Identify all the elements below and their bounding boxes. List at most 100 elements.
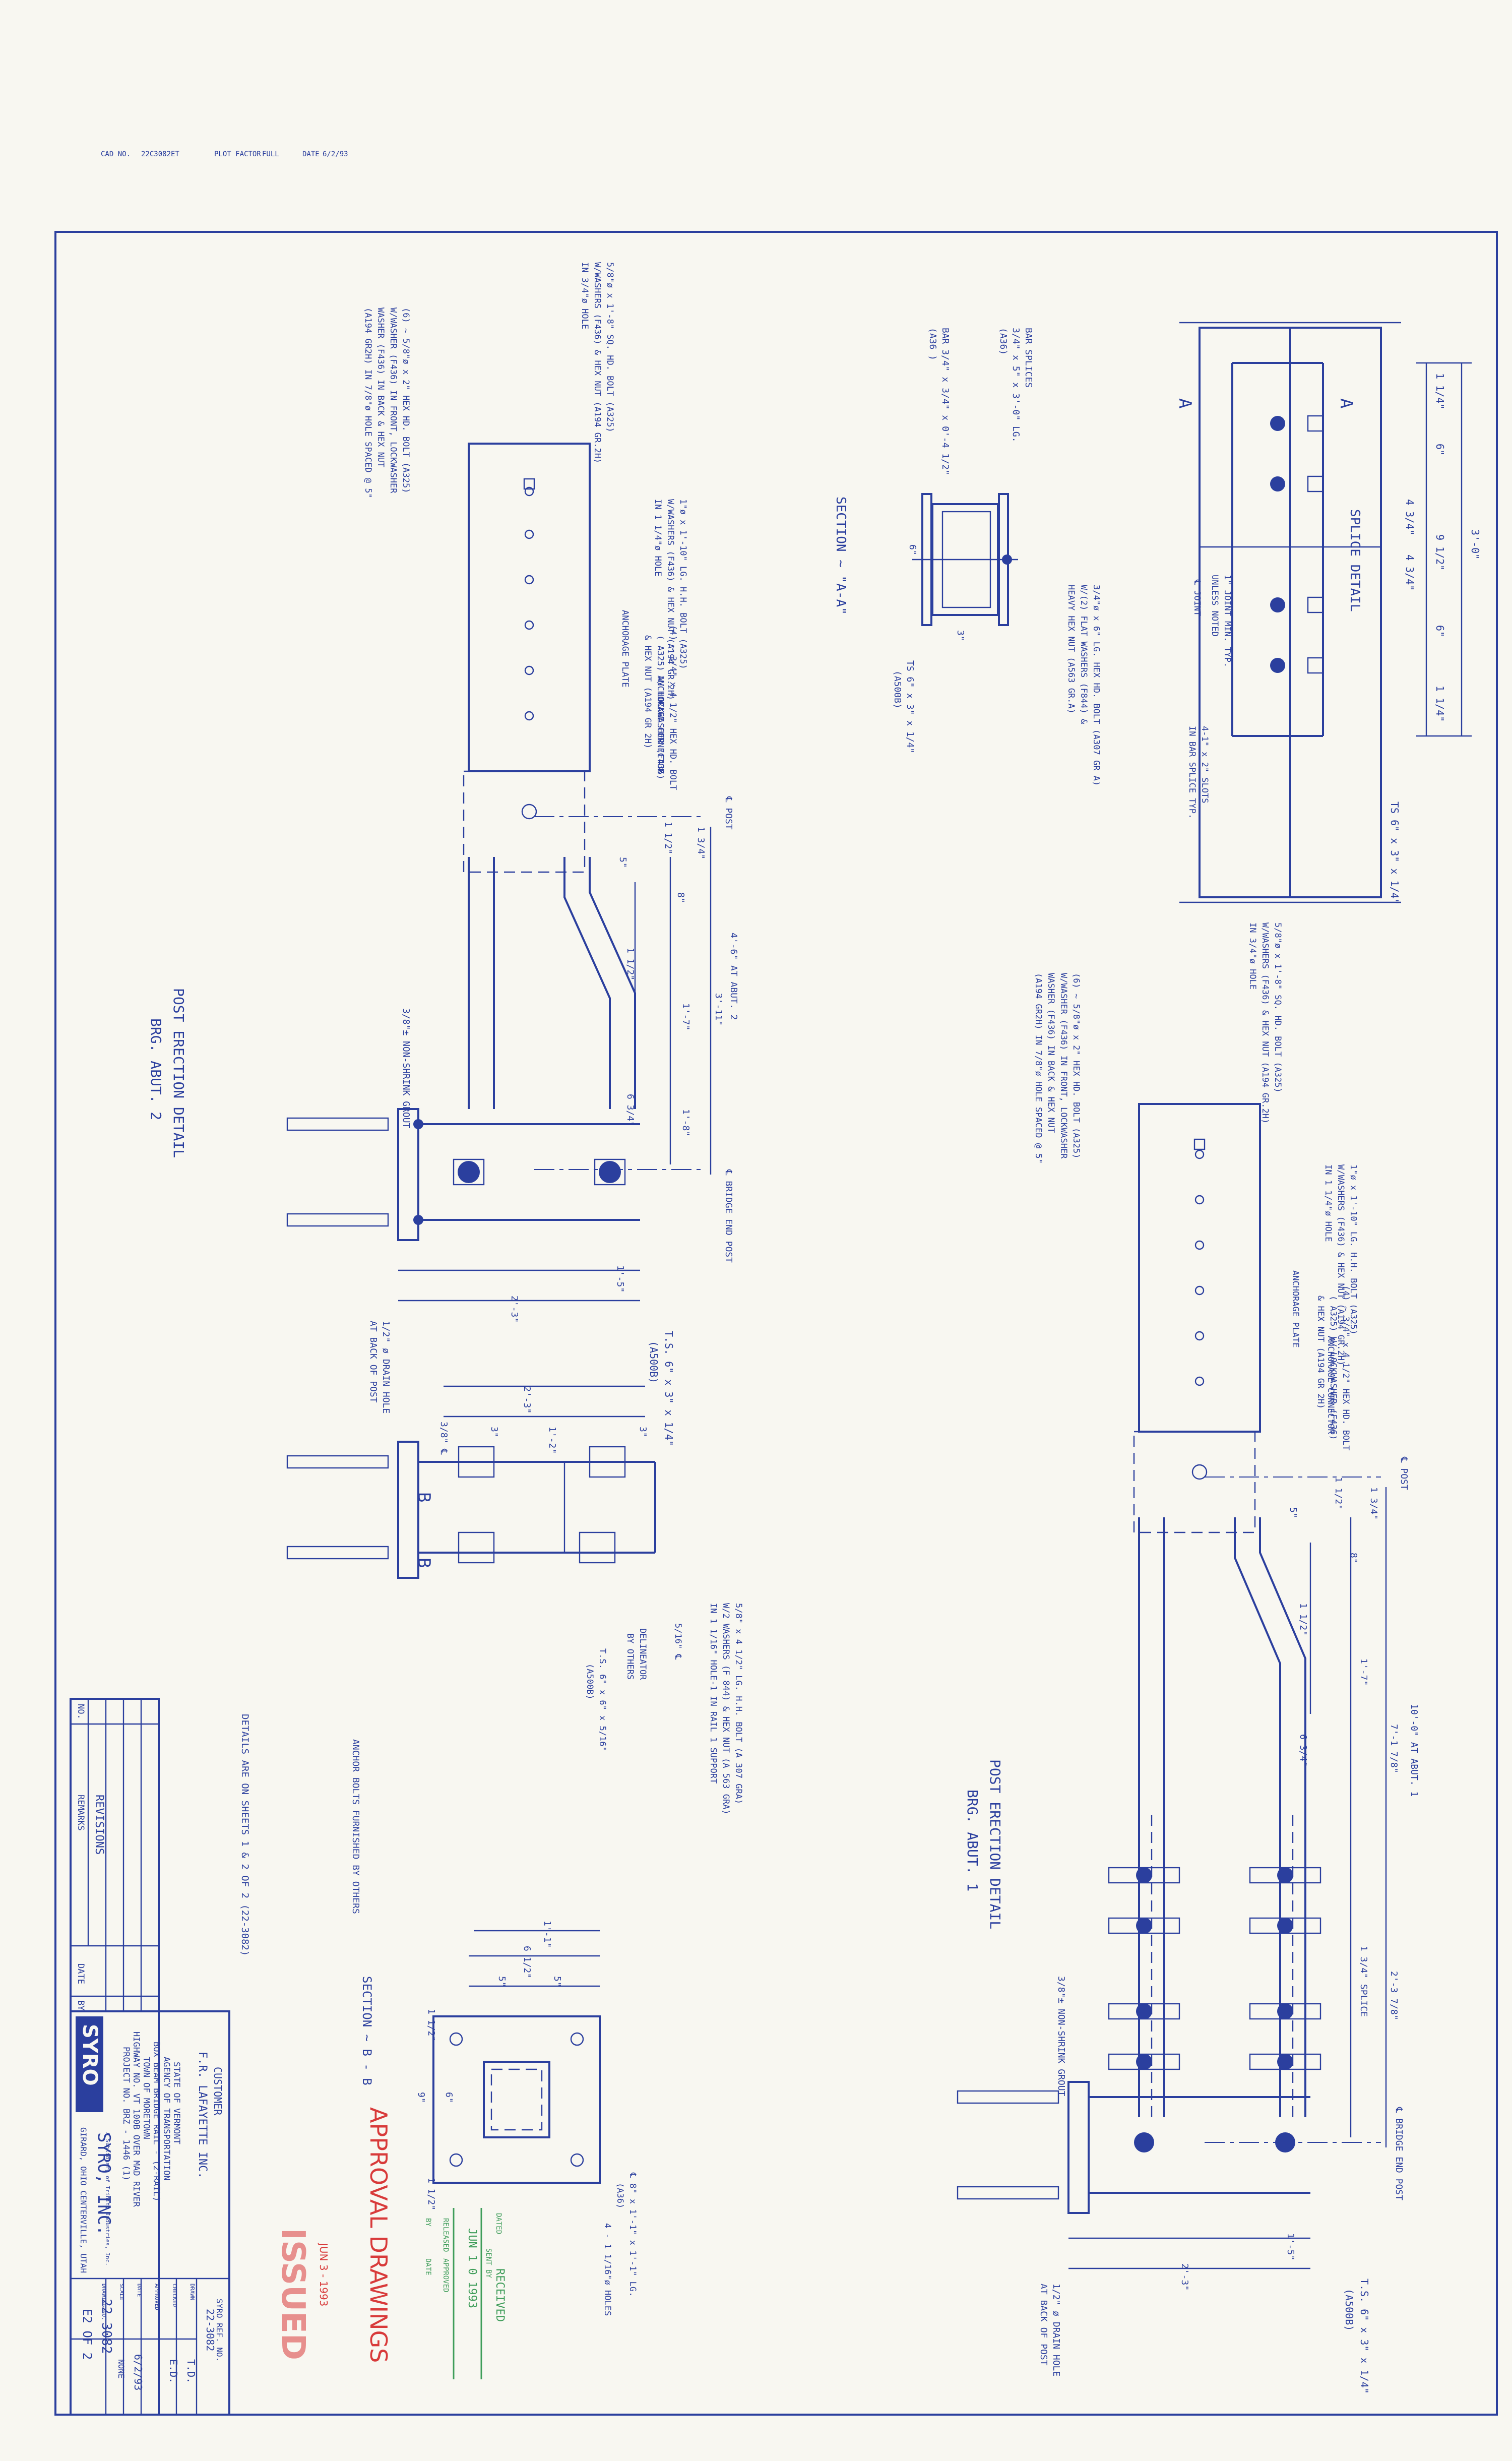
svg-text:(A500B): (A500B): [648, 1341, 660, 1383]
abut2-label: 2'-3": [509, 1296, 520, 1323]
svg-text:W/WASHERS (F436) & HEX NUT (A1: W/WASHERS (F436) & HEX NUT (A194 GR.2H): [1336, 1164, 1346, 1366]
svg-text:BRG. ABUT. 1: BRG. ABUT. 1: [964, 1790, 981, 1891]
section-a-a-label: (A500B): [892, 670, 903, 709]
revision-no-label: NO.: [76, 1704, 86, 1719]
syro-logo: [76, 2016, 103, 2112]
abut1-label: 1 3/4" SPLICE: [1358, 1946, 1369, 2017]
customer-name: F.R. LAFAYETTE INC.: [196, 2052, 209, 2179]
post-erection-abut-2: POST ERECTION DETAIL BRG. ABUT. 2 5/8"ø …: [148, 262, 739, 1446]
received-date: JUN 1 0 1993: [466, 2228, 478, 2308]
svg-text:REVISIONS: REVISIONS: [93, 1795, 105, 1855]
svg-text:NONE: NONE: [116, 2359, 126, 2379]
section-a-a-label: 6": [907, 544, 918, 556]
side-view-label: W/2 WASHERS (F 844) & HEX NUT (A 563 GRA…: [721, 1603, 731, 1815]
scale-value: NONE: [116, 2359, 126, 2379]
remarks-label: REMARKS: [76, 1795, 86, 1831]
svg-text:AT BACK OF POST: AT BACK OF POST: [1038, 2284, 1049, 2366]
svg-text:A: A: [1336, 398, 1356, 408]
svg-text:1 3/4": 1 3/4": [696, 827, 706, 859]
svg-text:6": 6": [444, 2092, 454, 2103]
abut1-label: 6 3/4": [1298, 1734, 1308, 1767]
abut1-label: W/WASHERS (F436) & HEX NUT (A194 GR.2H): [1336, 1164, 1346, 1366]
splice-label: 4 3/4": [1404, 499, 1416, 535]
svg-text:(A500B): (A500B): [585, 1664, 595, 1700]
svg-text:TS 6" x 3" x 1/4": TS 6" x 3" x 1/4": [1389, 802, 1401, 905]
svg-text:6 3/4": 6 3/4": [625, 1094, 636, 1127]
stamp-date-label: DATE: [424, 2258, 432, 2275]
abut1-label: WASHER (F436) IN BACK & HEX NUT: [1046, 973, 1056, 1133]
abut2-label: ANCHORAGE CONNECTOR: [655, 675, 665, 774]
scale-label: SCALE: [118, 2284, 125, 2300]
section-b-b-label: 6": [444, 2092, 454, 2103]
svg-text:DATE: DATE: [76, 1963, 86, 1984]
svg-text:2'-3": 2'-3": [522, 1386, 532, 1413]
svg-text:POST ERECTION DETAIL: POST ERECTION DETAIL: [170, 988, 187, 1158]
abut1-label: (4) ~ 3/4" x 4 1/2" HEX HD. BOLT: [1341, 1285, 1351, 1451]
sheet-number: E2 OF 2: [80, 2309, 94, 2360]
splice-label: 1 1/4": [1434, 373, 1446, 409]
splice-label: 1 1/4": [1434, 686, 1446, 722]
svg-text:9 1/2": 9 1/2": [1434, 534, 1446, 571]
svg-text:DRAWN: DRAWN: [189, 2284, 196, 2300]
abut1-label: 2'-3": [1179, 2263, 1190, 2291]
abut2-label: ANCHORAGE PLATE: [620, 610, 630, 688]
svg-text:(4) ~ 3/4" x 4 1/2" HEX HD. BO: (4) ~ 3/4" x 4 1/2" HEX HD. BOLT: [668, 625, 678, 790]
svg-text:TS 6" x 3" x 1/4": TS 6" x 3" x 1/4": [905, 660, 915, 753]
post-erection-abut-1: POST ERECTION DETAIL BRG. ABUT. 1 5/8"ø …: [957, 922, 1419, 2394]
svg-text:GIRARD, OHIO CENTERVILLE,: GIRARD, OHIO CENTERVILLE, UTAH: [79, 2127, 88, 2273]
abut2-label: 1"ø x 1'-10" LG. H.H. BOLT (A325): [678, 499, 688, 669]
header-date-label: DATE: [302, 150, 320, 158]
svg-text:5/8"ø x 1'-8" SQ. HD. BOLT (A3: 5/8"ø x 1'-8" SQ. HD. BOLT (A325): [1273, 922, 1283, 1093]
svg-text:5/16" ℄: 5/16" ℄: [673, 1623, 683, 1659]
checked-by: E.D.: [167, 2359, 179, 2383]
svg-text:BY OTHERS: BY OTHERS: [625, 1633, 635, 1680]
abut2-label: W/WASHERS (F436) & HEX NUT (A194 GR.2H): [592, 262, 602, 463]
section-cut-label: B: [414, 1558, 434, 1568]
svg-text:W/(2) FLAT WASHERS (F844) &: W/(2) FLAT WASHERS (F844) &: [1079, 585, 1089, 724]
svg-text:℄ BRIDGE END POST: ℄ BRIDGE END POST: [723, 1169, 734, 1263]
svg-text:1 1/2": 1 1/2": [426, 2009, 436, 2042]
svg-text:ANCHORAGE CONNECTOR: ANCHORAGE CONNECTOR: [1326, 1336, 1336, 1434]
splice-label: IN BAR SPLICE TYP.: [1187, 726, 1197, 819]
project-line: TOWN OF MORETOWN: [141, 2057, 151, 2139]
section-b-b-label: 4 - 1 1/16"ø HOLES: [602, 2223, 612, 2316]
svg-text:℄ POST: ℄ POST: [1399, 1456, 1409, 1490]
drawing-number: 22-3082: [99, 2299, 114, 2354]
svg-text:8": 8": [675, 892, 686, 903]
svg-text:22-3082: 22-3082: [99, 2299, 114, 2354]
abut2-label: IN 3/4"ø HOLE: [580, 262, 590, 329]
svg-text:CHECKED: CHECKED: [171, 2284, 178, 2307]
approval-stamps: APPROVAL DRAWINGS ISSUED JUN 3 - 1993 RE…: [274, 2107, 506, 2379]
svg-text:℄ POST: ℄ POST: [723, 796, 734, 830]
svg-text:1"ø x 1'-10" LG. H.H. BOLT (A3: 1"ø x 1'-10" LG. H.H. BOLT (A325): [1348, 1164, 1358, 1335]
svg-text:REMARKS: REMARKS: [76, 1795, 86, 1831]
abut1-label: ANCHORAGE CONNECTOR: [1326, 1336, 1336, 1434]
svg-text:1 1/4": 1 1/4": [1434, 373, 1446, 409]
abut1-label: ℄ POST: [1399, 1456, 1409, 1490]
svg-text:5/8" x 4 1/2" LG. H.H. BOLT (A: 5/8" x 4 1/2" LG. H.H. BOLT (A 307 GRA): [733, 1603, 743, 1804]
svg-text:2'-3": 2'-3": [1179, 2263, 1190, 2291]
svg-text:1 1/2": 1 1/2": [426, 2178, 436, 2210]
revision-date-label: DATE: [76, 1963, 86, 1984]
abut1-label: 2'-3 7/8": [1389, 1971, 1399, 2020]
splice-dimension-line: [1416, 362, 1472, 737]
svg-text:3/8"± NON-SHRINK GROUT: 3/8"± NON-SHRINK GROUT: [1056, 1976, 1066, 2097]
abut1-dimension-lines: [1309, 1487, 1387, 2147]
abut2-label: T.S. 6" x 3" x 1/4": [663, 1331, 675, 1446]
svg-text:3/8"± NON-SHRINK GROUT: 3/8"± NON-SHRINK GROUT: [401, 1008, 411, 1129]
svg-text:1" JOINT MIN. TYP.: 1" JOINT MIN. TYP.: [1222, 575, 1232, 667]
svg-text:3": 3": [955, 630, 966, 641]
svg-text:1'-2": 1'-2": [547, 1427, 557, 1454]
abut2-label: AT BACK OF POST: [368, 1321, 379, 1403]
plot-factor-label: PLOT FACTOR: [214, 150, 261, 158]
svg-text:(4) ~ 3/4" x 4 1/2" HEX HD. BO: (4) ~ 3/4" x 4 1/2" HEX HD. BOLT: [1341, 1285, 1351, 1451]
splice-label: 3'-0": [1469, 529, 1481, 560]
abut1-label: IN 1 1/4"ø HOLE: [1323, 1164, 1333, 1242]
abut1-label: 5": [1288, 1507, 1298, 1518]
side-view-label: 3/8" ℄: [438, 1422, 449, 1455]
abut2-label: W/WASHER (F436) IN FRONT, LOCKWASHER: [388, 307, 398, 494]
checked-label: CHECKED: [171, 2284, 178, 2307]
side-view-label: 1'-2": [547, 1427, 557, 1454]
svg-text:22C3082ET: 22C3082ET: [141, 150, 179, 158]
svg-text:(A36): (A36): [615, 2183, 625, 2208]
